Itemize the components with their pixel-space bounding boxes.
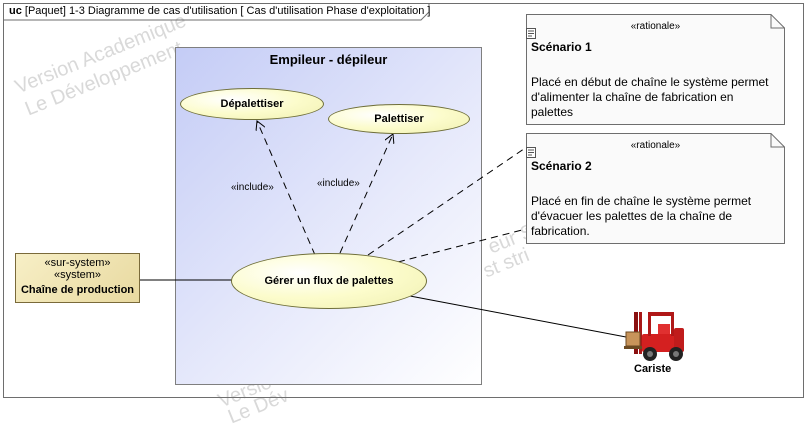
- system-title: Empileur - dépileur: [269, 52, 388, 67]
- usecase-palettiser[interactable]: Palettiser: [328, 104, 470, 134]
- note-anchor-scenario2[interactable]: [397, 228, 527, 263]
- diagram-frame: [3, 3, 804, 398]
- include-label: «include»: [231, 182, 274, 193]
- include-arrow-depalettiser[interactable]: [257, 121, 316, 256]
- note-icon: [526, 147, 536, 158]
- usecase-label: Gérer un flux de palettes: [264, 275, 394, 287]
- actor-name: Chaîne de production: [20, 284, 135, 296]
- forklift-icon[interactable]: [624, 306, 690, 364]
- frame-kind: uc: [9, 5, 22, 17]
- note-title: Scénario 2: [531, 159, 592, 173]
- actor-stereotype: «sur-system»: [44, 257, 111, 269]
- usecase-label: Palettiser: [374, 113, 424, 125]
- actor-name-cariste: Cariste: [634, 363, 672, 375]
- actor-chaine-de-production[interactable]: «sur-system» «system» Chaîne de producti…: [15, 253, 140, 303]
- usecase-gerer-flux[interactable]: Gérer un flux de palettes: [231, 253, 427, 309]
- note-shape: [526, 133, 785, 244]
- usecase-label: Dépalettiser: [220, 98, 284, 110]
- note-scenario-1[interactable]: «rationale» Scénario 1 Placé en début de…: [526, 14, 785, 125]
- usecase-depalettiser[interactable]: Dépalettiser: [180, 88, 324, 120]
- note-stereotype: «rationale»: [630, 21, 681, 32]
- note-title: Scénario 1: [531, 40, 592, 54]
- note-body: Placé en début de chaîne le système perm…: [531, 75, 769, 119]
- connectors: [140, 0, 627, 338]
- note-stereotype: «rationale»: [630, 140, 681, 151]
- note-body: Placé en fin de chaîne le système permet…: [531, 194, 752, 238]
- note-anchor-scenario1[interactable]: [367, 139, 538, 256]
- note-shape: [526, 14, 785, 125]
- note-icon: [526, 28, 536, 39]
- frame-header: uc [Paquet] 1-3 Diagramme de cas d'utili…: [3, 3, 431, 21]
- include-label: «include»: [317, 178, 360, 189]
- frame-tab-shape: [3, 3, 430, 21]
- association-cariste[interactable]: [409, 295, 627, 338]
- frame-title: [Paquet] 1-3 Diagramme de cas d'utilisat…: [24, 5, 431, 17]
- actor-stereotype: «system»: [53, 269, 102, 281]
- include-arrow-palettiser[interactable]: [339, 134, 393, 254]
- diagram-canvas: Version Academique Le Développement eur …: [3, 0, 804, 428]
- note-scenario-2[interactable]: «rationale» Scénario 2 Placé en fin de c…: [526, 133, 785, 244]
